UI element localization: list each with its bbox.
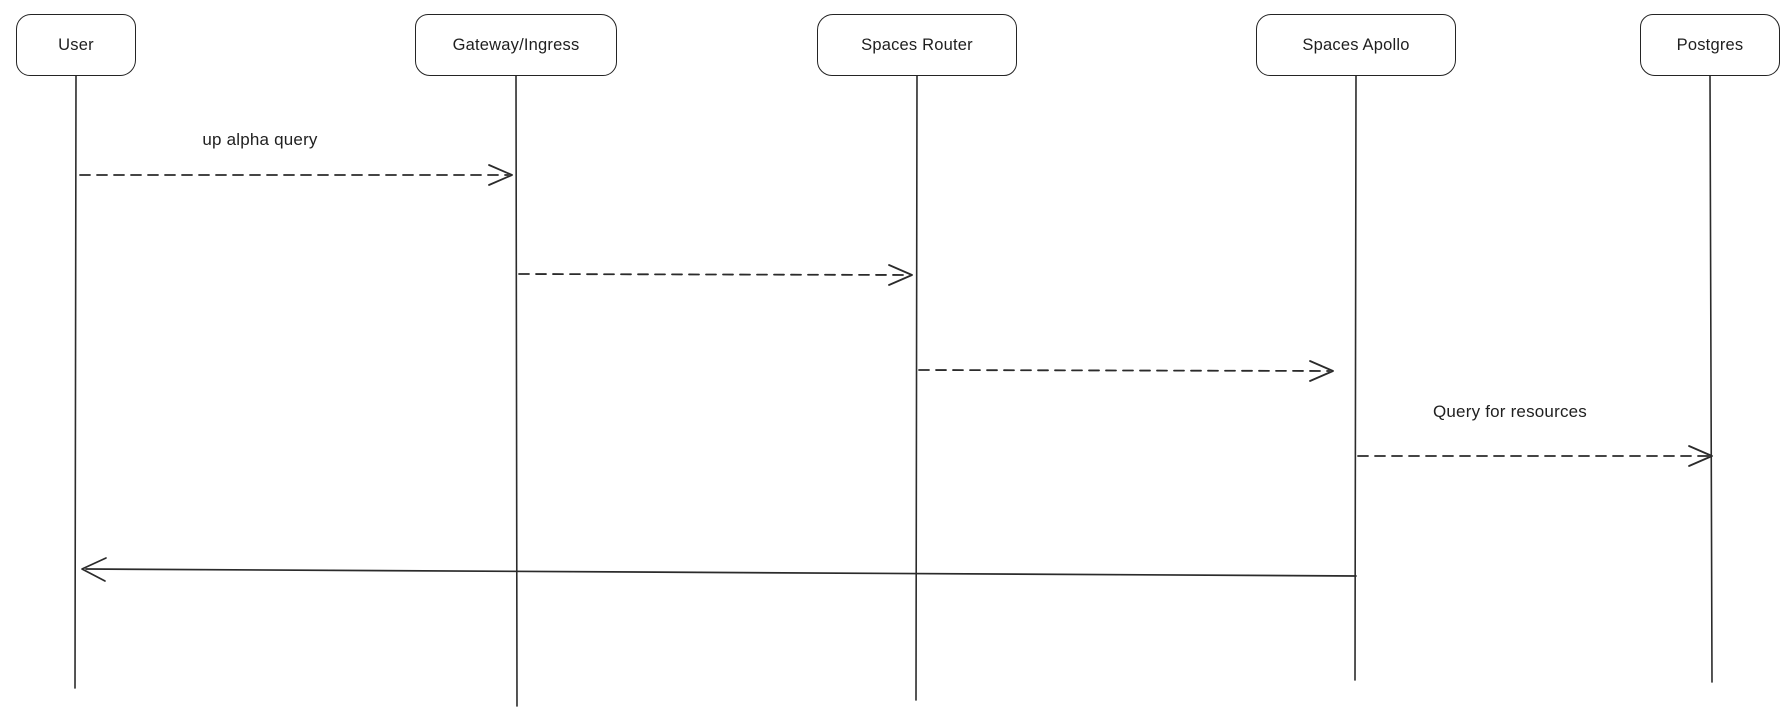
actor-box-gateway-ingress: Gateway/Ingress <box>415 14 617 76</box>
actor-label-postgres: Postgres <box>1676 35 1744 54</box>
message-arrow-apollo-to-postgres <box>1357 445 1713 467</box>
actor-box-spaces-apollo: Spaces Apollo <box>1256 14 1456 76</box>
message-label-query-for-resources: Query for resources <box>1432 402 1588 421</box>
actor-box-spaces-router: Spaces Router <box>817 14 1017 76</box>
message-arrow-apollo-to-user <box>81 557 1357 582</box>
message-label-up-alpha-query: up alpha query <box>202 130 318 149</box>
actor-box-user: User <box>16 14 136 76</box>
actor-label-user: User <box>58 35 94 54</box>
actor-label-spaces-apollo: Spaces Apollo <box>1302 35 1410 54</box>
lifeline-user <box>74 75 77 689</box>
lifeline-gateway <box>515 75 518 707</box>
actor-box-postgres: Postgres <box>1640 14 1780 76</box>
actor-label-spaces-router: Spaces Router <box>861 35 973 54</box>
message-arrow-gateway-to-router <box>518 264 913 286</box>
lifeline-router <box>915 75 918 701</box>
message-arrow-user-to-gateway <box>79 164 513 186</box>
message-arrow-router-to-apollo <box>918 360 1334 382</box>
actor-label-gateway-ingress: Gateway/Ingress <box>452 35 580 54</box>
lifeline-apollo <box>1354 75 1357 681</box>
lifeline-postgres <box>1709 75 1713 683</box>
